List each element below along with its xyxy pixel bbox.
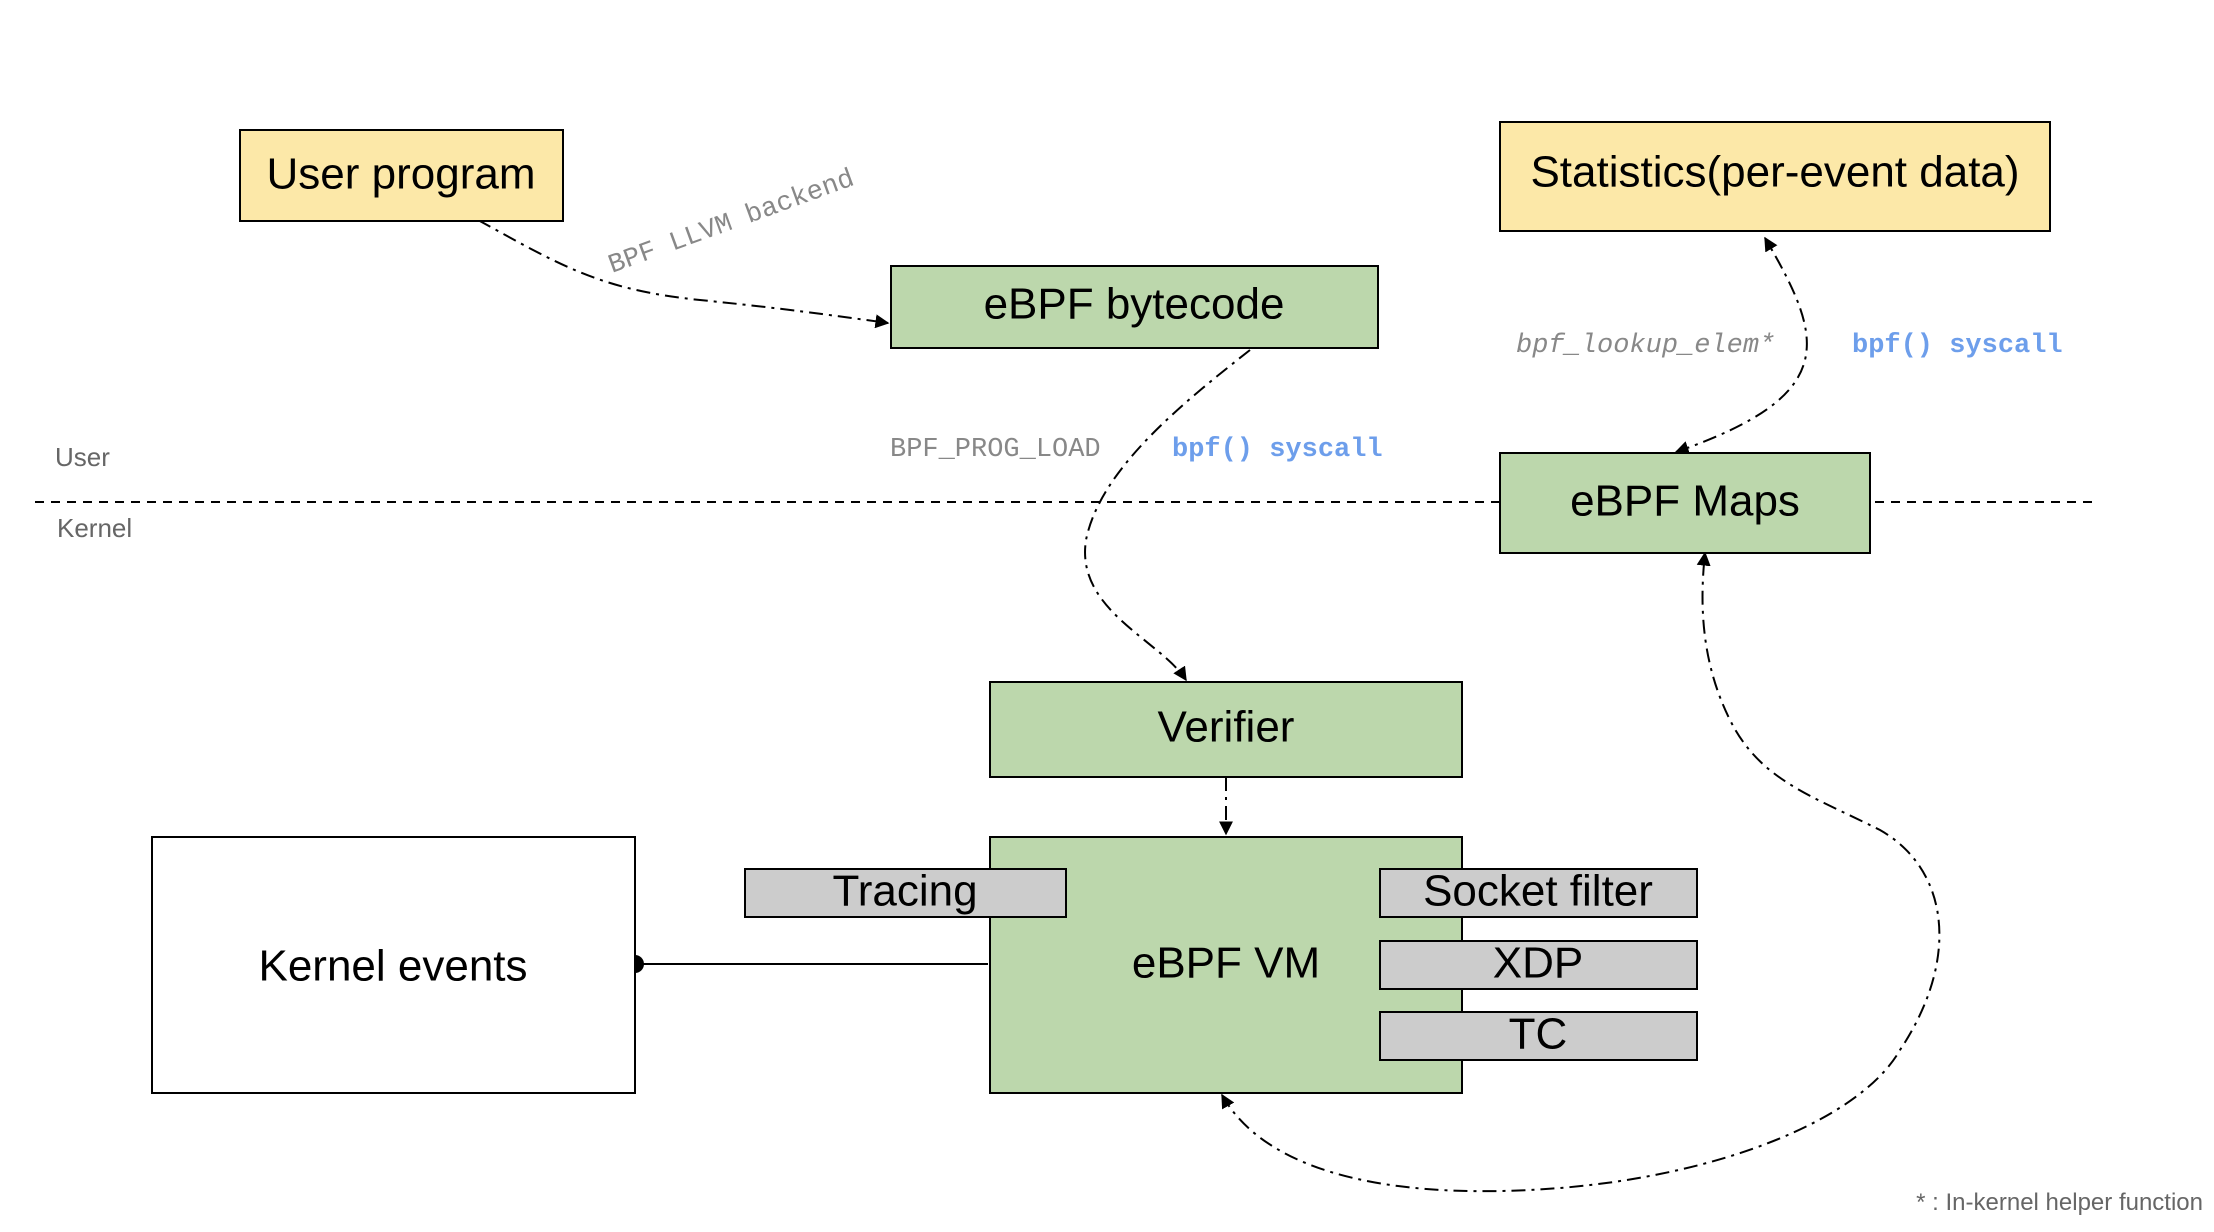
bytecode-rect xyxy=(890,265,1379,349)
bytecode-label: eBPF bytecode xyxy=(984,280,1285,329)
vm-label: eBPF VM xyxy=(1132,939,1320,988)
verifier-box: Verifier xyxy=(989,681,1463,778)
bytecode-box: eBPF bytecode xyxy=(890,265,1379,349)
xdp-label: XDP xyxy=(1493,939,1583,988)
tracing-hook: Tracing xyxy=(744,867,1067,918)
kernel-space-label: Kernel xyxy=(57,513,132,543)
lookup-elem-arrow xyxy=(1674,236,1808,455)
verifier-label: Verifier xyxy=(1158,703,1295,752)
socket-filter-label: Socket filter xyxy=(1423,867,1653,916)
tc-label: TC xyxy=(1509,1010,1568,1059)
llvm-backend-label: BPF LLVM backend xyxy=(605,165,859,282)
prog-load-label: BPF_PROG_LOAD xyxy=(890,435,1101,465)
user-program-box: User program xyxy=(239,129,564,222)
socket-filter-rect xyxy=(1379,868,1698,918)
verifier-rect xyxy=(989,681,1463,778)
prog-load-arrow xyxy=(1084,349,1251,682)
tracing-label: Tracing xyxy=(832,867,977,916)
user-program-label: User program xyxy=(267,150,536,199)
llvm-compile-arrow xyxy=(477,219,890,329)
load-syscall-label: bpf() syscall xyxy=(1172,435,1383,465)
statistics-label: Statistics(per-event data) xyxy=(1530,148,2019,197)
kernel-events-rect xyxy=(151,836,636,1094)
maps-box: eBPF Maps xyxy=(1499,452,1871,554)
xdp-hook: XDP xyxy=(1379,939,1698,990)
lookup-elem-label: bpf_lookup_elem* xyxy=(1516,331,1775,361)
maps-label: eBPF Maps xyxy=(1570,477,1800,526)
statistics-rect xyxy=(1499,121,2051,232)
xdp-rect xyxy=(1379,940,1698,990)
lookup-syscall-label: bpf() syscall xyxy=(1852,331,2063,361)
footnote: * : In-kernel helper function xyxy=(1916,1189,2203,1216)
tc-rect xyxy=(1379,1011,1698,1061)
kernel-events-label: Kernel events xyxy=(258,942,527,991)
user-program-rect xyxy=(239,129,564,222)
statistics-box: Statistics(per-event data) xyxy=(1499,121,2051,232)
user-space-label: User xyxy=(55,442,110,472)
maps-rect xyxy=(1499,452,1871,554)
socket-filter-hook: Socket filter xyxy=(1379,867,1698,918)
tc-hook: TC xyxy=(1379,1010,1698,1061)
kernel-events-box: Kernel events xyxy=(151,836,636,1094)
tracing-rect xyxy=(744,868,1067,918)
